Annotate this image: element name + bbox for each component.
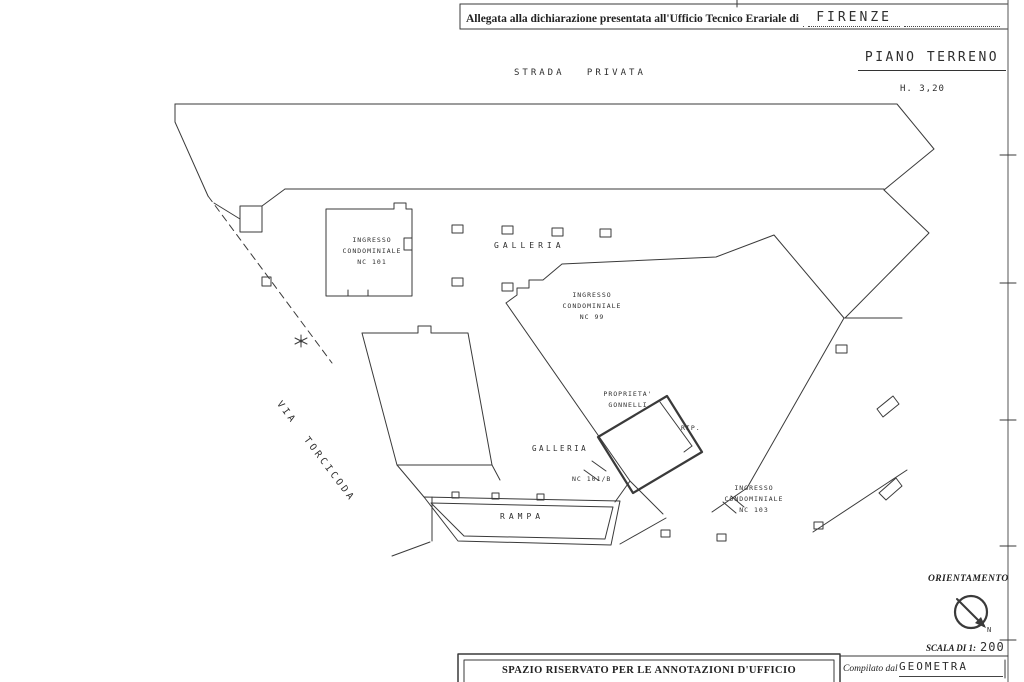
floor-title: PIANO TERRENO xyxy=(858,50,1006,71)
compass-north-label: N xyxy=(987,626,992,634)
label-ingresso-nc99: INGRESSO CONDOMINIALE NC 99 xyxy=(550,290,634,323)
label-line: NC 99 xyxy=(579,313,605,321)
outer-walls xyxy=(174,103,935,319)
header-attestation: Allegata alla dichiarazione presentata a… xyxy=(466,6,1004,27)
label-line: NC 101 xyxy=(357,258,387,266)
central-block xyxy=(505,234,845,515)
label-ingresso-nc101: INGRESSO CONDOMINIALE NC 101 xyxy=(330,235,414,268)
label-line: CONDOMINIALE xyxy=(724,495,784,503)
scale-label: SCALA DI 1: xyxy=(926,643,977,653)
attestation-text: Allegata alla dichiarazione presentata a… xyxy=(466,13,799,25)
gonnelli-unit xyxy=(596,394,704,495)
label-line: CONDOMINIALE xyxy=(342,247,402,255)
misc-marks xyxy=(660,344,908,542)
compiled-by-label: Compilato dal xyxy=(843,664,898,674)
galleria-pillars xyxy=(451,224,612,292)
label-line: CONDOMINIALE xyxy=(562,302,622,310)
dotted-leader-tail xyxy=(904,12,1000,27)
label-galleria-mid: GALLERIA xyxy=(532,444,589,453)
ceiling-height-note: H. 3,20 xyxy=(900,84,945,94)
scale-value: 200 xyxy=(980,640,1005,654)
compass-icon xyxy=(953,594,989,630)
rampa-outline xyxy=(391,491,667,557)
boundary-marker-star xyxy=(294,334,308,348)
boundary-dashed xyxy=(207,195,333,364)
compiler-title: GEOMETRA xyxy=(899,660,1003,677)
label-rip: RIP. xyxy=(681,424,701,432)
label-ingresso-nc103: INGRESSO CONDOMINIALE NC 103 xyxy=(714,483,794,516)
sheet-ruling xyxy=(459,0,1017,682)
orientation-title: ORIENTAMENTO xyxy=(928,574,1009,584)
city-value: FIRENZE xyxy=(808,10,900,27)
scale-note: SCALA DI 1: 200 xyxy=(926,640,1005,654)
office-annotations-note: SPAZIO RISERVATO PER LE ANNOTAZIONI D'UF… xyxy=(501,665,797,676)
label-nc101b: NC 101/B xyxy=(572,475,612,483)
label-line: INGRESSO xyxy=(352,236,392,244)
label-line: GONNELLI xyxy=(608,401,648,409)
label-proprieta-gonnelli: PROPRIETA' GONNELLI xyxy=(591,389,665,411)
boundary-marker-square xyxy=(261,276,272,287)
label-galleria-top: GALLERIA xyxy=(494,241,565,250)
label-line: PROPRIETA' xyxy=(603,390,653,398)
building-west xyxy=(361,325,501,498)
street-strada-privata: STRADA PRIVATA xyxy=(514,68,646,78)
footer-box xyxy=(457,653,841,682)
label-line: INGRESSO xyxy=(572,291,612,299)
label-line: INGRESSO xyxy=(734,484,774,492)
label-line: NC 103 xyxy=(739,506,769,514)
label-rampa: RAMPA xyxy=(500,512,545,521)
dotted-leader xyxy=(802,12,805,27)
building-nc101 xyxy=(325,202,413,297)
